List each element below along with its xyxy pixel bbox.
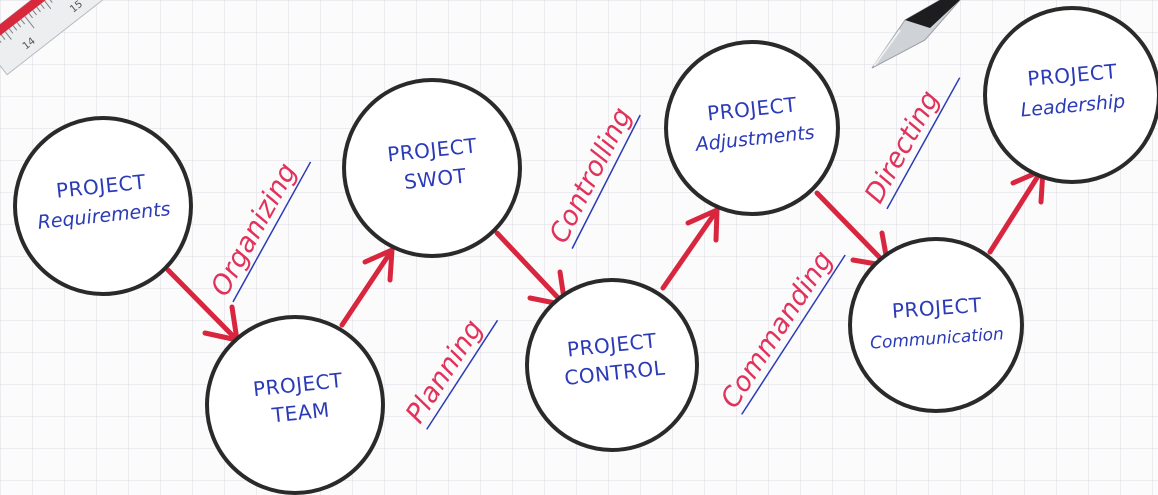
node-circle-adjustments [664,40,840,216]
pen-icon [871,0,961,69]
ruler-icon: 14 15 16 17 [0,0,213,76]
node-circle-communication [848,237,1024,413]
node-circle-leadership [983,6,1158,184]
node-swot: PROJECT SWOT [386,133,478,194]
node-circle-team [205,315,385,495]
node-circle-swot [342,78,522,258]
node-circle-requirements [13,116,193,296]
arrow-team-to-swot [339,247,395,328]
node-circle-control [525,278,699,452]
arrow-control-to-adjustments [660,207,720,291]
